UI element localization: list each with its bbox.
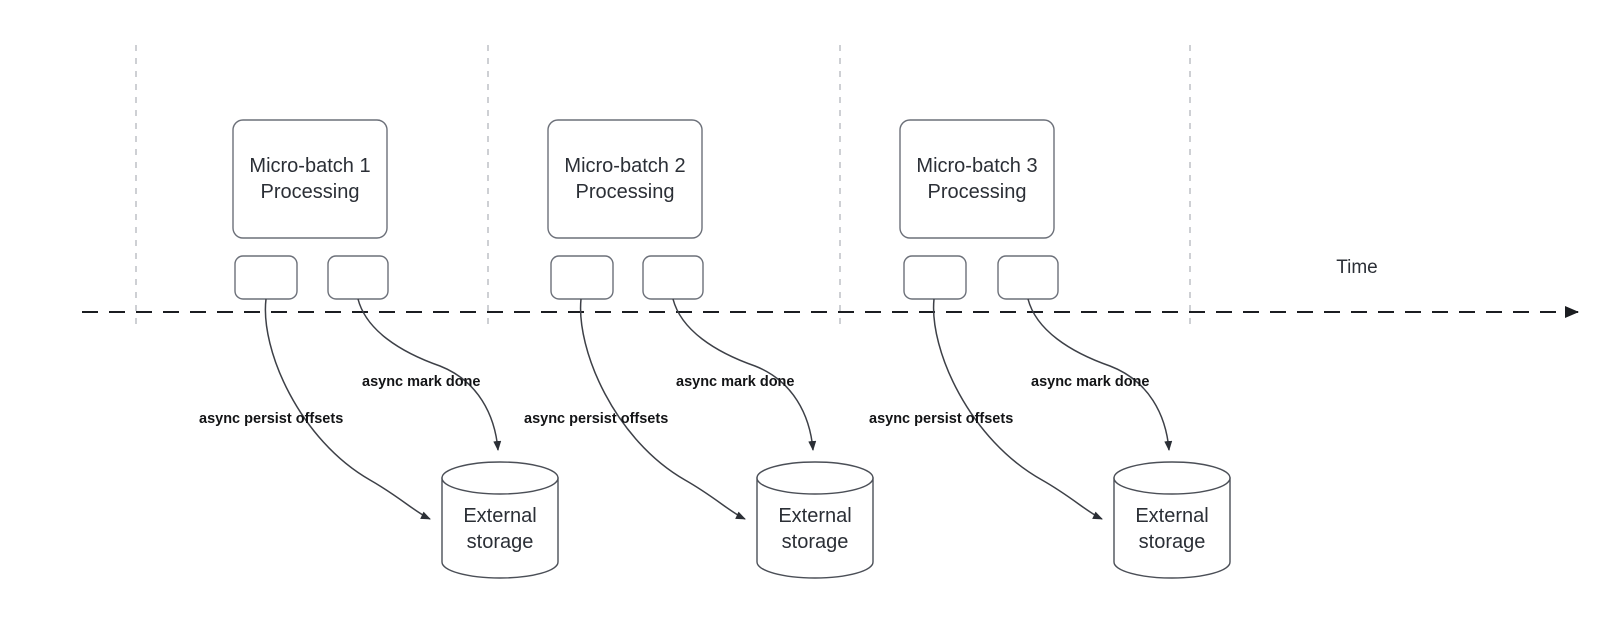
time-axis-label: Time	[1336, 257, 1378, 278]
micro-batch-3-title: Micro-batch 3	[916, 155, 1037, 177]
batch-2-persist-offsets-task[interactable]	[550, 255, 614, 300]
micro-batch-3-box[interactable]	[899, 119, 1055, 239]
batch-3-async-mark-done-edge-label: async mark done	[1031, 374, 1149, 390]
batch-2-mark-done-task[interactable]	[642, 255, 704, 300]
micro-batch-2-title: Micro-batch 2	[564, 155, 685, 177]
batch-2-async-mark-done-edge	[672, 298, 817, 451]
batch-2-storage-label-line2: storage	[782, 531, 849, 553]
batch-1-async-persist-offsets-edge-label: async persist offsets	[199, 411, 343, 427]
batch-3-async-mark-done-edge	[1027, 298, 1173, 451]
batch-1-storage-label-line2: storage	[467, 531, 534, 553]
batch-3-persist-offsets-task[interactable]	[903, 255, 967, 300]
batch-3-async-persist-offsets-edge	[932, 298, 1103, 520]
batch-1-async-mark-done-edge-label: async mark done	[362, 374, 480, 390]
micro-batch-2-subtitle: Processing	[576, 181, 675, 203]
time-axis: Time	[82, 257, 1579, 318]
batch-2-async-mark-done-edge-label: async mark done	[676, 374, 794, 390]
batch-3-storage-cylinder-top	[1113, 461, 1231, 495]
batch-3-mark-done-task[interactable]	[997, 255, 1059, 300]
batch-1-async-mark-done-edge	[357, 298, 502, 451]
batch-1-storage-cylinder-top	[441, 461, 559, 495]
batch-3-async-persist-offsets-edge-label: async persist offsets	[869, 411, 1013, 427]
micro-batch-1-box[interactable]	[232, 119, 388, 239]
batch-2-storage-cylinder-body[interactable]	[756, 477, 874, 579]
batch-1-storage-label-line1: External	[463, 505, 536, 527]
batch-boundary-ticks	[135, 45, 1191, 330]
micro-batch-1-title: Micro-batch 1	[249, 155, 370, 177]
batch-1-mark-done-task[interactable]	[327, 255, 389, 300]
micro-batch-1-subtitle: Processing	[261, 181, 360, 203]
batch-3-storage-label-line2: storage	[1139, 531, 1206, 553]
micro-batch-3-subtitle: Processing	[928, 181, 1027, 203]
batch-3-storage-label-line1: External	[1135, 505, 1208, 527]
batch-1-persist-offsets-task[interactable]	[234, 255, 298, 300]
micro-batch-2-box[interactable]	[547, 119, 703, 239]
batch-2-async-persist-offsets-edge	[579, 298, 746, 520]
batch-3-storage-cylinder-body[interactable]	[1113, 477, 1231, 579]
batch-2-async-persist-offsets-edge-label: async persist offsets	[524, 411, 668, 427]
batch-2-storage-cylinder-top	[756, 461, 874, 495]
batch-2-storage-label-line1: External	[778, 505, 851, 527]
batch-1-async-persist-offsets-edge	[264, 298, 431, 520]
batch-1-storage-cylinder-body[interactable]	[441, 477, 559, 579]
